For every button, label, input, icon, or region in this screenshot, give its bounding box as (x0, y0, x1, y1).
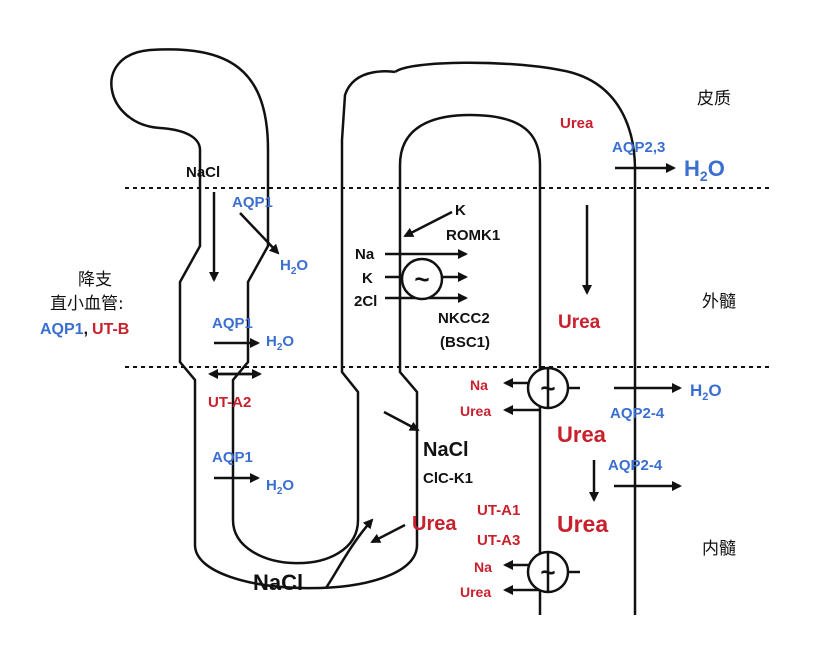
thin-urea: Urea (412, 513, 457, 535)
tal-k2: K (362, 270, 373, 287)
arrow-urea-left (370, 523, 406, 544)
vasa-recta-transporters: AQP1,UT-B (40, 321, 129, 338)
arrow-nacl-out (383, 410, 420, 432)
desc-aqp1-b: AQP1 (212, 315, 253, 332)
cd-urea-big2: Urea (557, 511, 608, 537)
thin-nacl: NaCl (423, 439, 469, 461)
desc-h2o-c: H2O (266, 477, 294, 497)
tal-k: K (455, 202, 466, 219)
zone-cortex: 皮质 (697, 89, 731, 109)
desc-h2o-a: H2O (280, 257, 308, 277)
cd-urea-big1: Urea (557, 422, 607, 447)
bottom-nacl: NaCl (253, 570, 303, 595)
inner-transporter-symbol: ~ (540, 557, 555, 587)
vasa-recta-line2: 直小血管: (50, 294, 124, 314)
cd-aqp24-a: AQP2-4 (610, 405, 665, 422)
nkcc2-symbol: ~ (414, 264, 429, 294)
thin-clc: ClC-K1 (423, 470, 473, 487)
arrow-h2o-diag (239, 212, 280, 255)
tal-na: Na (355, 246, 375, 263)
desc-aqp1-c: AQP1 (212, 449, 253, 466)
cd-aqp23: AQP2,3 (612, 139, 665, 156)
cd-na1: Na (470, 377, 488, 393)
cd-uta3: UT-A3 (477, 532, 520, 549)
cd-urea1: Urea (460, 403, 491, 419)
cd-aqp24-b: AQP2-4 (608, 457, 663, 474)
cd-h2o-big: H2O (684, 156, 725, 184)
arrow-k-in (403, 210, 453, 238)
arrow-bottom-curve (324, 518, 374, 589)
cd-h2o-right: H2O (690, 381, 722, 403)
nkcc2-transporter (400, 257, 444, 301)
desc-nacl: NaCl (186, 164, 220, 181)
loop-of-henle (110, 48, 637, 615)
desc-h2o-b: H2O (266, 333, 294, 353)
cd-uta1: UT-A1 (477, 502, 520, 519)
cd-urea2: Urea (460, 584, 491, 600)
zone-inner-medulla: 内髓 (702, 539, 736, 559)
cd-urea-outer: Urea (558, 312, 601, 333)
tal-cl: 2Cl (354, 293, 377, 310)
tal-nkcc2: NKCC2 (438, 310, 490, 327)
cd-urea-cortex: Urea (560, 115, 594, 132)
vasa-recta-line1: 降支 (78, 270, 112, 290)
outer-transporter-symbol: ~ (540, 373, 555, 403)
zone-outer-medulla: 外髓 (702, 292, 736, 312)
tal-bsc1: (BSC1) (440, 334, 490, 351)
desc-aqp1-a: AQP1 (232, 194, 273, 211)
tal-romk: ROMK1 (446, 227, 500, 244)
desc-uta2: UT-A2 (208, 394, 251, 411)
cd-na2: Na (474, 559, 492, 575)
